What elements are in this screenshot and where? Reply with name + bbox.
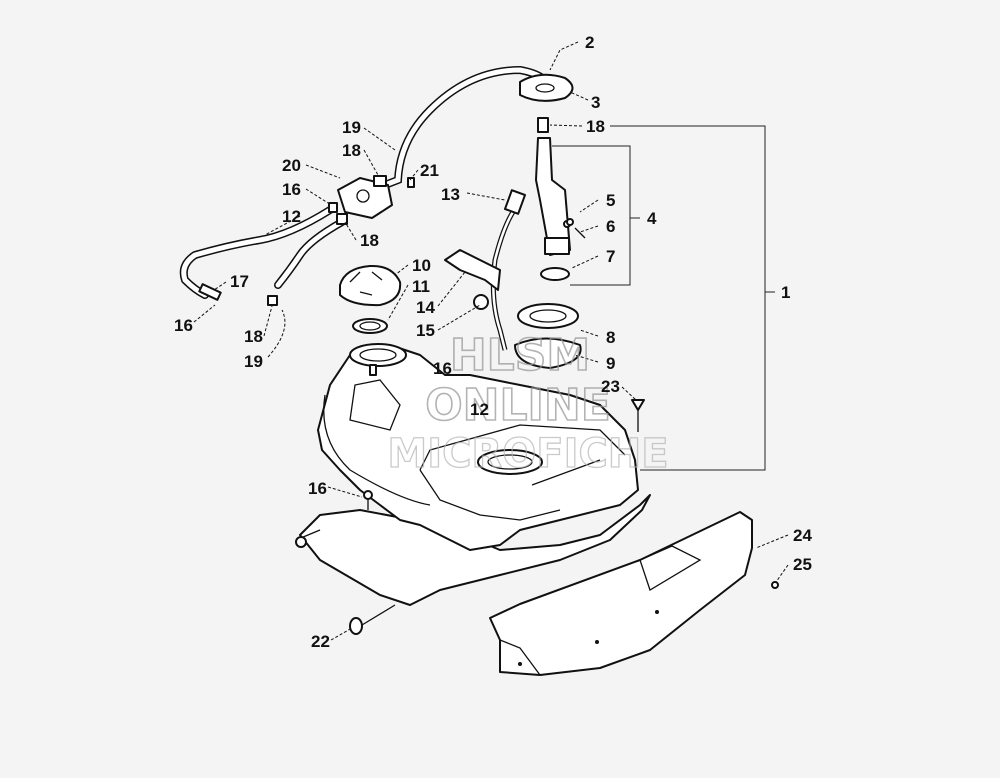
callout-1: 1	[781, 283, 790, 302]
callout-10: 10	[412, 256, 431, 275]
callout-18-valve-bottom: 18	[360, 231, 379, 250]
callout-23: 23	[601, 377, 620, 396]
callout-12-hose: 12	[282, 207, 301, 226]
callout-22: 22	[311, 632, 330, 651]
callout-25: 25	[793, 555, 812, 574]
callout-18-valve-top: 18	[342, 141, 361, 160]
watermark-line-2: ONLINE	[425, 380, 611, 431]
callout-18-pump: 18	[586, 117, 605, 136]
callout-9: 9	[606, 354, 615, 373]
callout-21: 21	[420, 161, 439, 180]
skid-plate	[489, 511, 753, 676]
callout-16-valve: 16	[282, 180, 301, 199]
callout-13: 13	[441, 185, 460, 204]
callout-18-hose: 18	[244, 327, 263, 346]
callout-16-tank-top: 16	[433, 359, 452, 378]
callout-14: 14	[416, 298, 435, 317]
callout-11: 11	[412, 277, 430, 296]
leader-lines	[193, 41, 789, 641]
callout-12-tank: 12	[470, 400, 489, 419]
callout-19-bottom: 19	[244, 352, 263, 371]
watermark: HLSM ONLINE MICROFICHE	[387, 329, 670, 477]
callout-8: 8	[606, 328, 615, 347]
callout-4: 4	[647, 209, 657, 228]
callout-6: 6	[606, 217, 615, 236]
callout-7: 7	[606, 247, 615, 266]
callout-15: 15	[416, 321, 435, 340]
callout-17: 17	[230, 272, 249, 291]
fuel-cap	[339, 264, 402, 334]
assembly-brackets	[552, 125, 775, 471]
callout-20: 20	[282, 156, 301, 175]
callout-16-hose-end: 16	[174, 316, 193, 335]
callout-5: 5	[606, 191, 615, 210]
watermark-line-1: HLSM	[450, 330, 590, 381]
fuel-tank	[317, 343, 639, 551]
callout-16-tank-side: 16	[308, 479, 327, 498]
fuel-line	[444, 189, 526, 351]
callout-labels: 1 2 3 4 5 6 7 8 9 10 11 12 12 13 14 15 1…	[174, 33, 812, 651]
rollover-valve	[328, 175, 415, 225]
fuel-pump-assembly	[514, 73, 582, 369]
callout-3: 3	[591, 93, 600, 112]
hardware	[349, 218, 779, 635]
callout-19-top: 19	[342, 118, 361, 137]
callout-2: 2	[585, 33, 594, 52]
callout-24: 24	[793, 526, 812, 545]
watermark-line-3: MICROFICHE	[387, 431, 668, 477]
